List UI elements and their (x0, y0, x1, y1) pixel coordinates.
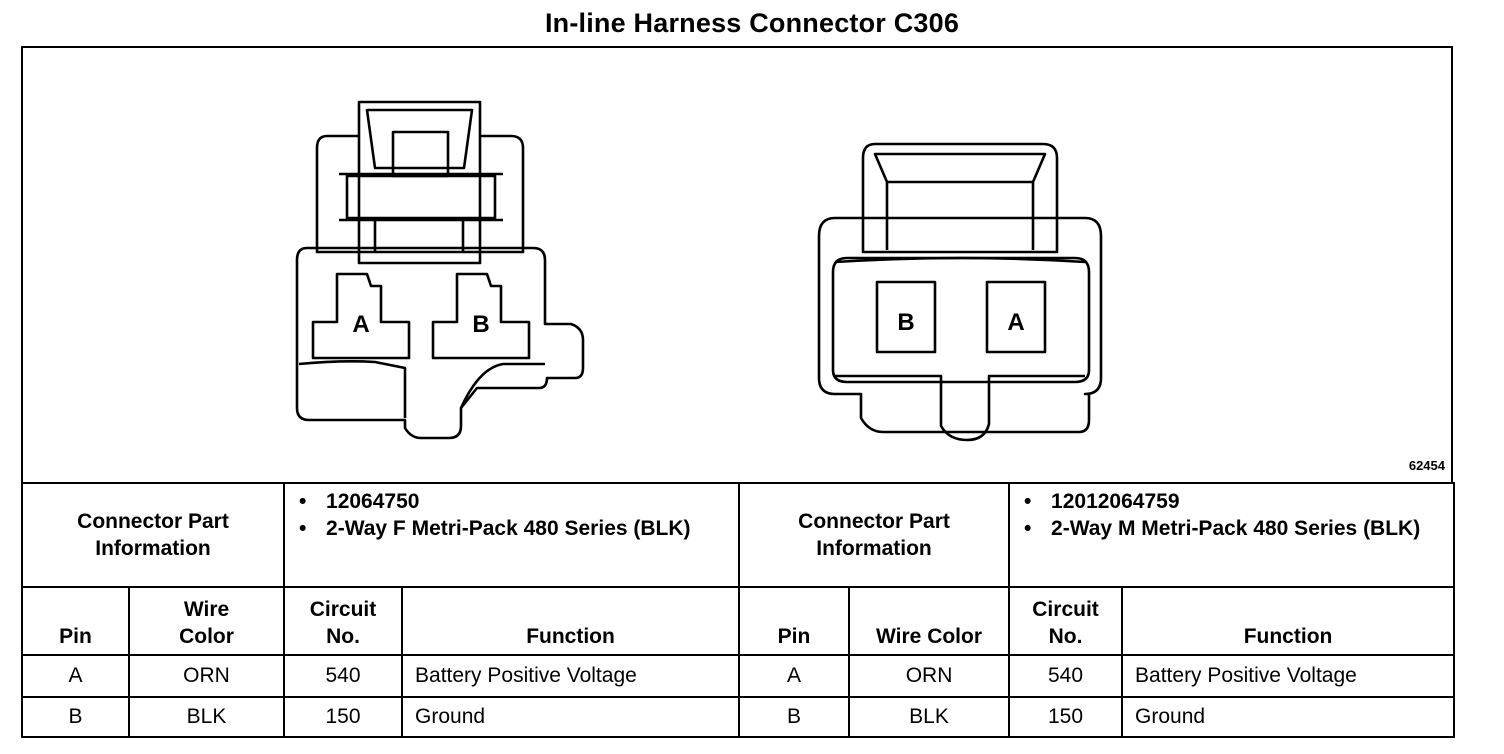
female-housing-inner (298, 360, 545, 418)
male-housing (817, 216, 1103, 434)
header-function-right: Function (1121, 586, 1456, 656)
male-cavity-label-1: B (897, 309, 914, 336)
header-pin-right: Pin (738, 586, 851, 656)
pin-b-right: B (738, 696, 851, 738)
header-function-left: Function (401, 586, 741, 656)
connector-face-diagram: A B B A (295, 100, 1103, 442)
right-part-info-label: Connector Part Information (738, 482, 1011, 588)
function-b-right: Ground (1121, 696, 1456, 738)
wire-color-b-right: BLK (848, 696, 1011, 738)
wire-color-a-left: ORN (127, 654, 286, 698)
connector-illustration-panel: A B B A 62454 (21, 46, 1453, 482)
female-lock-tab (357, 100, 482, 265)
header-pin-left: Pin (21, 586, 130, 656)
right-part-description: 2-Way M Metri-Pack 480 Series (BLK) (1024, 515, 1453, 542)
male-cavity-b (875, 280, 937, 354)
female-cavity-b (431, 272, 531, 360)
header-circuit-right: Circuit No. (1008, 586, 1124, 656)
figure-number: 62454 (1408, 458, 1445, 473)
male-key (834, 256, 1086, 442)
wire-color-a-right: ORN (848, 654, 1011, 698)
circuit-a-left: 540 (283, 654, 404, 698)
female-lock-tab-inner (365, 108, 474, 170)
function-a-right: Battery Positive Voltage (1121, 654, 1456, 698)
male-hood (861, 142, 1059, 254)
right-part-number: 12012064759 (1024, 488, 1453, 515)
connector-pinout-table: Connector Part Information 12064750 2-Wa… (20, 482, 1456, 738)
female-band (339, 172, 503, 222)
diagram-title: In-line Harness Connector C306 (544, 8, 960, 38)
male-cavity-label-2: A (1007, 309, 1024, 336)
male-hood-bevel (873, 152, 1047, 250)
female-cavity-label-1: A (352, 311, 369, 338)
pin-a-left: A (21, 654, 130, 698)
left-part-number: 12064750 (299, 488, 738, 515)
part-info-row: Connector Part Information 12064750 2-Wa… (20, 482, 1456, 588)
header-wire-color-left: Wire Color (127, 586, 286, 656)
wire-color-b-left: BLK (127, 696, 286, 738)
male-cavity-a (985, 280, 1047, 354)
right-part-info: 12012064759 2-Way M Metri-Pack 480 Serie… (1008, 482, 1456, 588)
female-connector-drawing (295, 100, 585, 440)
female-band-struts (373, 220, 465, 252)
circuit-b-right: 150 (1008, 696, 1124, 738)
male-connector-drawing (817, 142, 1103, 442)
male-housing-inner (831, 256, 1091, 384)
header-wire-color-right: Wire Color (848, 586, 1011, 656)
function-a-left: Battery Positive Voltage (401, 654, 741, 698)
function-b-left: Ground (401, 696, 741, 738)
female-cavity-label-2: B (472, 311, 489, 338)
pin-row: A ORN 540 Battery Positive Voltage A ORN… (21, 654, 1456, 698)
female-upper-body (315, 134, 525, 254)
left-part-description: 2-Way F Metri-Pack 480 Series (BLK) (299, 515, 738, 542)
left-part-info-label: Connector Part Information (20, 482, 286, 588)
female-lock-latch (391, 130, 450, 178)
circuit-a-right: 540 (1008, 654, 1124, 698)
female-cavity-a (311, 272, 411, 360)
left-part-info: 12064750 2-Way F Metri-Pack 480 Series (… (283, 482, 741, 588)
pin-header-row: Pin Wire Color Circuit No. Function Pin … (21, 586, 1456, 656)
circuit-b-left: 150 (283, 696, 404, 738)
pin-a-right: A (738, 654, 851, 698)
header-circuit-left: Circuit No. (283, 586, 404, 656)
pin-row: B BLK 150 Ground B BLK 150 Ground (21, 696, 1456, 738)
pin-b-left: B (21, 696, 130, 738)
female-housing (295, 246, 585, 440)
